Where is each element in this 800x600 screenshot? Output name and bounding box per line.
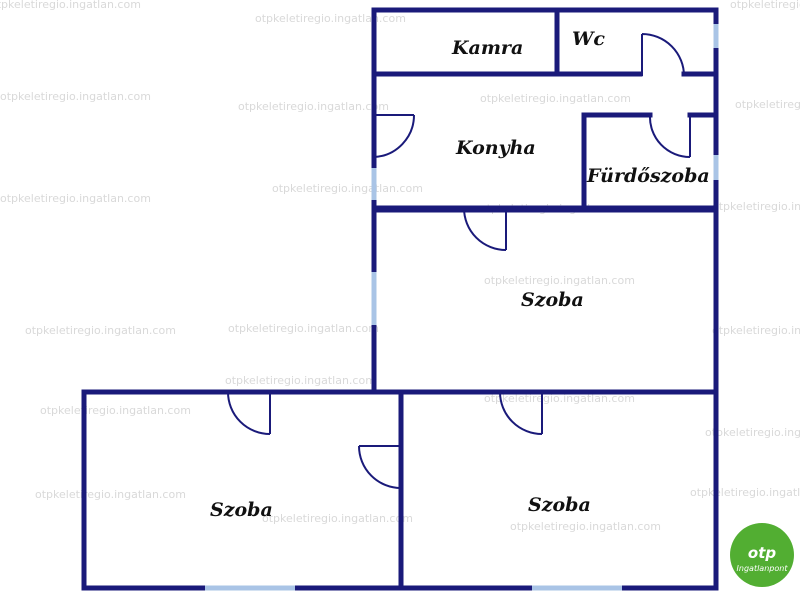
logo-circle (730, 523, 794, 587)
watermark-text: otpkeletiregio.ingatlan.com (35, 488, 186, 501)
watermark-text: otpkeletiregio.ingatlan.com (262, 512, 413, 525)
door-konyha-szoba (463, 207, 507, 251)
door-konyha-entrance (373, 114, 416, 158)
watermark-text: otpkeletiregio.ingatlan.com (712, 200, 800, 213)
room-labels: Kamra Wc Konyha Fürdőszoba Szoba Szoba S… (210, 28, 710, 521)
watermark-text: otpkeletiregio.ingatlan.com (272, 182, 423, 195)
watermark-text: otpkeletiregio.ingatlan.com (712, 324, 800, 337)
room-label-szoba-left: Szoba (210, 499, 273, 521)
watermark-text: otpkeletiregio.ingatlan.com (484, 274, 635, 287)
watermark-text: otpkeletiregio.ingatlan.com (730, 0, 800, 11)
watermark-text: otpkeletiregio.ingatlan.com (690, 486, 800, 499)
door-szoba-left (227, 391, 271, 435)
room-label-wc: Wc (572, 28, 605, 50)
room-label-szoba-right: Szoba (528, 494, 591, 516)
door-wc (641, 33, 685, 77)
watermark-text: otpkeletiregio.ingatlan.com (238, 100, 389, 113)
room-label-kamra: Kamra (451, 37, 523, 59)
doors (227, 33, 691, 489)
room-label-konyha: Konyha (455, 137, 536, 159)
watermark-text: otpkeletiregio.ingatlan.com (484, 392, 635, 405)
watermark-text: otpkeletiregio.ingatlan.com (705, 426, 800, 439)
logo-main-text: otp (748, 544, 776, 562)
otp-logo: otp Ingatlanpont (730, 523, 794, 587)
watermark-text: otpkeletiregio.ingatlan.com (0, 192, 151, 205)
watermark-text: otpkeletiregio.ingatlan.com (255, 12, 406, 25)
watermark-text: otpkeletiregio.ingatlan.com (225, 374, 376, 387)
watermark-text: otpkeletiregio.ingatlan.com (40, 404, 191, 417)
watermark-text: otpkeletiregio.ingatlan.com (25, 324, 176, 337)
watermark-text: otpkeletiregio.ingatlan.com (735, 98, 800, 111)
door-between-rooms (358, 445, 402, 489)
room-label-szoba-middle: Szoba (521, 289, 584, 311)
watermark-text: otpkeletiregio.ingatlan.com (510, 520, 661, 533)
windows (205, 24, 719, 591)
watermark-text: otpkeletiregio.ingatlan.com (0, 0, 141, 11)
logo-sub-text: Ingatlanpont (737, 564, 789, 573)
room-label-furdoszoba: Fürdőszoba (586, 165, 710, 187)
watermark-text: otpkeletiregio.ingatlan.com (0, 90, 151, 103)
door-furdoszoba (648, 114, 691, 159)
door-szoba-right (499, 391, 543, 435)
watermark-text: otpkeletiregio.ingatlan.com (480, 92, 631, 105)
watermark-text: otpkeletiregio.ingatlan.com (228, 322, 379, 335)
